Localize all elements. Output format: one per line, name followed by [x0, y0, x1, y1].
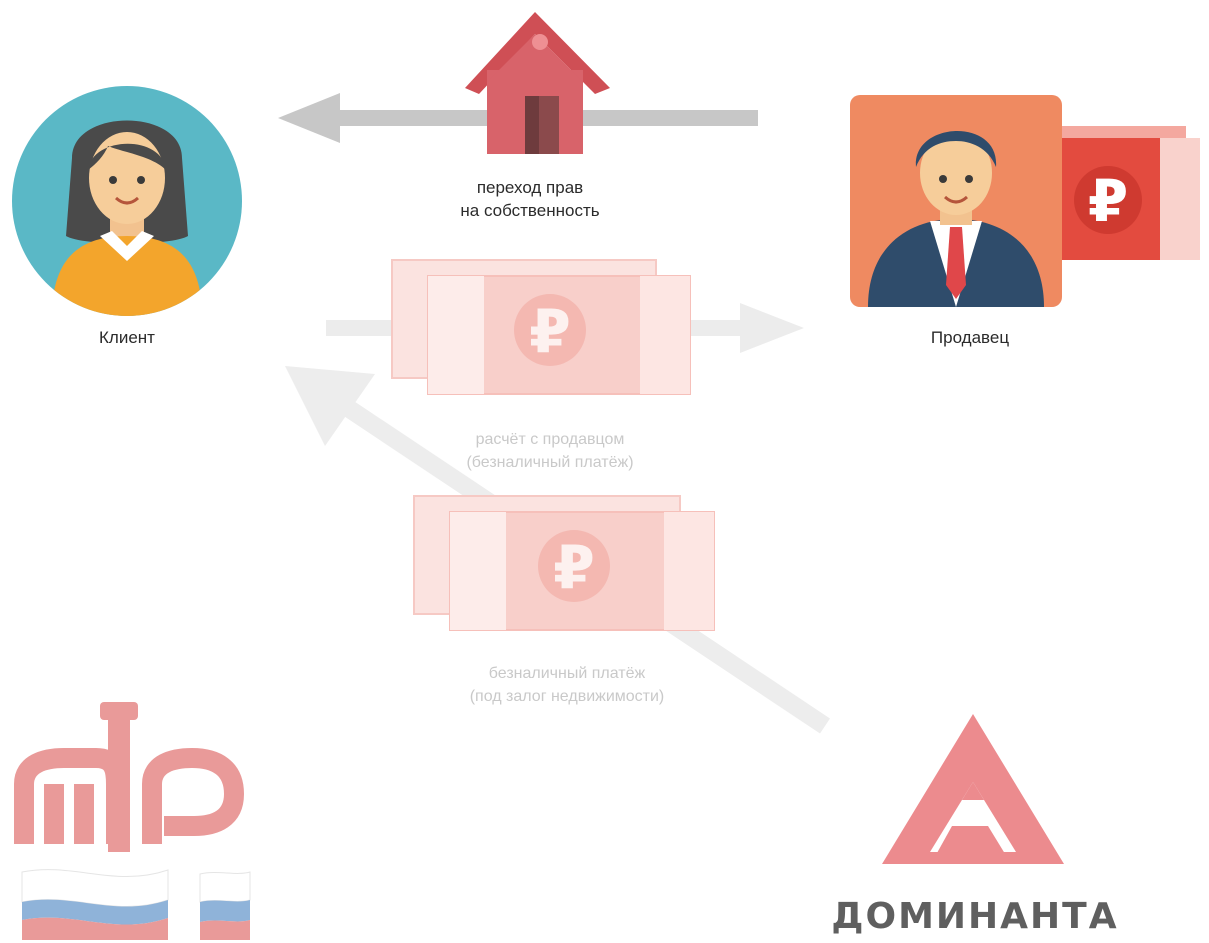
cashless-payment-caption: безналичный платёж (под залог недвижимос…	[412, 662, 722, 708]
client-label: Клиент	[99, 328, 155, 347]
svg-text:₽: ₽	[1088, 167, 1128, 235]
svg-text:₽: ₽	[553, 533, 595, 603]
seller-banknote-icon: ₽	[1040, 126, 1200, 260]
client-avatar-icon	[12, 86, 242, 316]
payment-to-seller-line1: расчёт с продавцом	[475, 431, 625, 448]
ownership-transfer-line1: переход прав	[476, 178, 584, 197]
cashless-payment-line2: (под залог недвижимости)	[469, 688, 665, 705]
payment-to-seller-line2: (безналичный платёж)	[466, 454, 634, 471]
payment-banknote-icon: ₽	[391, 259, 691, 395]
ownership-transfer-line2: на собственность	[460, 201, 600, 220]
payment-to-seller-caption: расчёт с продавцом (безналичный платёж)	[400, 428, 700, 474]
pfr-logo-text: ПФ	[4, 694, 6, 695]
svg-text:₽: ₽	[529, 297, 571, 367]
dominanta-logo-icon	[882, 714, 1064, 864]
credit-banknote-icon: ₽	[413, 495, 715, 631]
seller-avatar-icon	[850, 95, 1062, 307]
house-icon	[465, 12, 610, 154]
dominanta-logo-text: ДОМИНАНТА	[831, 896, 1119, 937]
ownership-transfer-caption: переход прав на собственность	[430, 176, 630, 222]
seller-label: Продавец	[930, 328, 1010, 347]
pfr-logo: ПФ	[4, 694, 251, 940]
cashless-payment-line1: безналичный платёж	[488, 665, 646, 682]
